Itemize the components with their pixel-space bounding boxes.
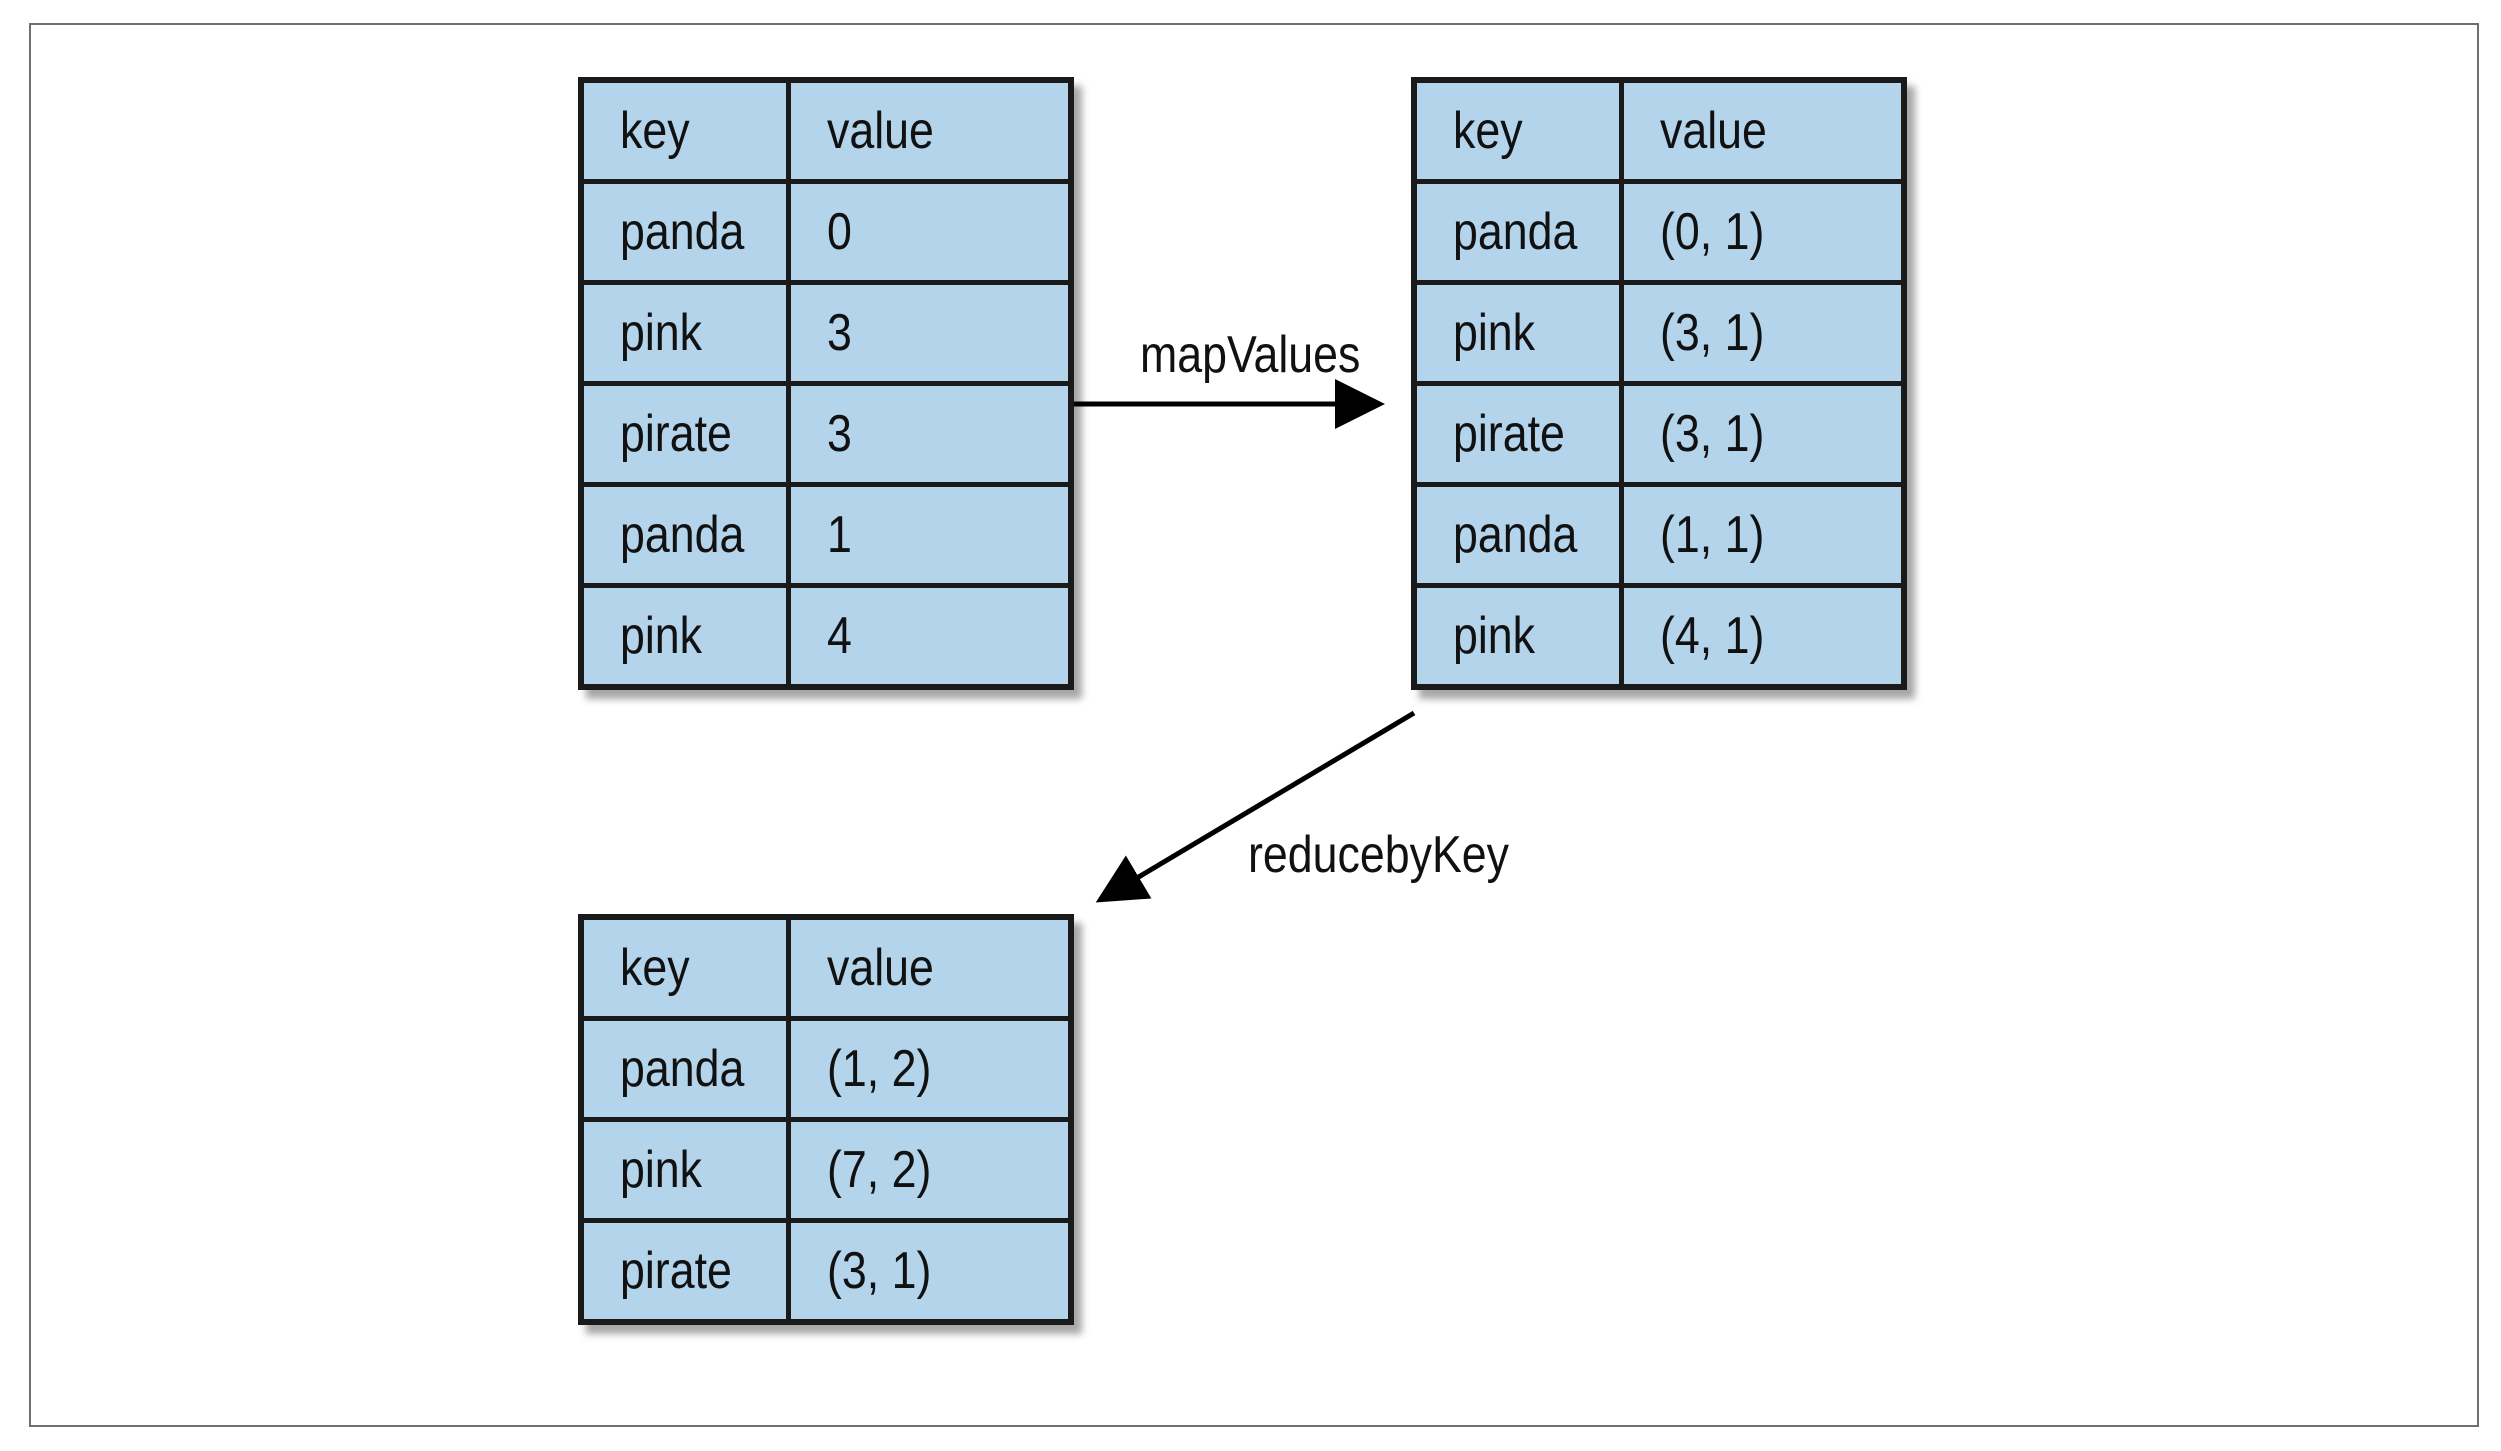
table-row: pirate (3, 1) — [1411, 381, 1907, 487]
value-cell-text: value — [1659, 102, 1767, 160]
value-cell: value — [785, 77, 1074, 184]
table-header-row: key value — [578, 77, 1074, 184]
reduce-by-key-arrow — [1095, 710, 1416, 903]
key-cell-text: panda — [620, 506, 745, 564]
value-cell-text: (7, 2) — [826, 1141, 931, 1199]
value-cell: (7, 2) — [785, 1117, 1074, 1223]
key-cell: pirate — [578, 1218, 791, 1325]
key-cell: panda — [578, 1016, 791, 1122]
table-row: pink 4 — [578, 583, 1074, 690]
key-cell-text: pirate — [620, 1242, 732, 1300]
value-cell-text: (4, 1) — [1659, 607, 1764, 665]
reduce-by-key-label: reducebyKey — [1248, 826, 1510, 884]
table-row: panda (1, 2) — [578, 1016, 1074, 1122]
value-cell-text: value — [826, 939, 934, 997]
value-cell-text: 3 — [826, 304, 852, 362]
value-cell-text: value — [826, 102, 934, 160]
key-cell-text: key — [620, 102, 690, 160]
key-cell: key — [578, 77, 791, 184]
key-cell: pink — [578, 280, 791, 386]
value-cell: (3, 1) — [785, 1218, 1074, 1325]
key-cell-text: pink — [620, 304, 703, 362]
value-cell: (1, 1) — [1618, 482, 1907, 588]
key-cell: key — [578, 914, 791, 1021]
key-cell-text: pink — [620, 1141, 703, 1199]
table-row: panda 1 — [578, 482, 1074, 588]
key-cell: panda — [1411, 179, 1624, 285]
table-row: pirate (3, 1) — [578, 1218, 1074, 1325]
value-cell: (1, 2) — [785, 1016, 1074, 1122]
value-cell-text: (3, 1) — [1659, 405, 1764, 463]
key-cell-text: panda — [620, 203, 745, 261]
table-row: panda 0 — [578, 179, 1074, 285]
value-cell: (0, 1) — [1618, 179, 1907, 285]
table-row: panda (1, 1) — [1411, 482, 1907, 588]
value-cell: value — [785, 914, 1074, 1021]
key-cell-text: pink — [620, 607, 703, 665]
value-cell-text: (3, 1) — [1659, 304, 1764, 362]
table-row: pink (7, 2) — [578, 1117, 1074, 1223]
value-cell: 3 — [785, 381, 1074, 487]
key-cell-text: panda — [1453, 203, 1578, 261]
key-cell: panda — [578, 482, 791, 588]
value-cell: 0 — [785, 179, 1074, 285]
key-cell-text: pink — [1453, 304, 1536, 362]
key-cell-text: key — [620, 939, 690, 997]
key-cell-text: pirate — [620, 405, 732, 463]
key-cell-text: pirate — [1453, 405, 1565, 463]
value-cell: (3, 1) — [1618, 280, 1907, 386]
value-cell: (3, 1) — [1618, 381, 1907, 487]
table-row: pirate 3 — [578, 381, 1074, 487]
key-cell: key — [1411, 77, 1624, 184]
key-cell-text: key — [1453, 102, 1523, 160]
table-header-row: key value — [578, 914, 1074, 1021]
table-row: pink (3, 1) — [1411, 280, 1907, 386]
value-cell: (4, 1) — [1618, 583, 1907, 690]
value-cell-text: (1, 1) — [1659, 506, 1764, 564]
value-cell-text: (3, 1) — [826, 1242, 931, 1300]
reduced-kv-table: key value panda (1, 2) pink (7, 2) pirate (3, 1… — [578, 914, 1074, 1325]
key-cell: pink — [578, 1117, 791, 1223]
key-cell: pink — [578, 583, 791, 690]
key-cell: pirate — [1411, 381, 1624, 487]
table-row: pink 3 — [578, 280, 1074, 386]
key-cell-text: pink — [1453, 607, 1536, 665]
value-cell-text: 3 — [826, 405, 852, 463]
value-cell: 1 — [785, 482, 1074, 588]
figure-frame — [29, 23, 2479, 1427]
mapped-kv-table: key value panda (0, 1) pink (3, 1) pirate (3, 1… — [1411, 77, 1907, 690]
value-cell-text: (0, 1) — [1659, 203, 1764, 261]
key-cell: pink — [1411, 280, 1624, 386]
key-cell-text: panda — [620, 1040, 745, 1098]
table-header-row: key value — [1411, 77, 1907, 184]
value-cell-text: 4 — [826, 607, 852, 665]
value-cell: 4 — [785, 583, 1074, 690]
value-cell-text: 0 — [826, 203, 852, 261]
key-cell: panda — [578, 179, 791, 285]
table-row: panda (0, 1) — [1411, 179, 1907, 285]
key-cell: pink — [1411, 583, 1624, 690]
value-cell: value — [1618, 77, 1907, 184]
value-cell-text: (1, 2) — [826, 1040, 931, 1098]
key-cell: panda — [1411, 482, 1624, 588]
map-values-label: mapValues — [1140, 326, 1361, 384]
value-cell: 3 — [785, 280, 1074, 386]
table-row: pink (4, 1) — [1411, 583, 1907, 690]
key-cell-text: panda — [1453, 506, 1578, 564]
input-kv-table: key value panda 0 pink 3 pirate 3 panda 1 pink 4 — [578, 77, 1074, 690]
key-cell: pirate — [578, 381, 791, 487]
value-cell-text: 1 — [826, 506, 852, 564]
